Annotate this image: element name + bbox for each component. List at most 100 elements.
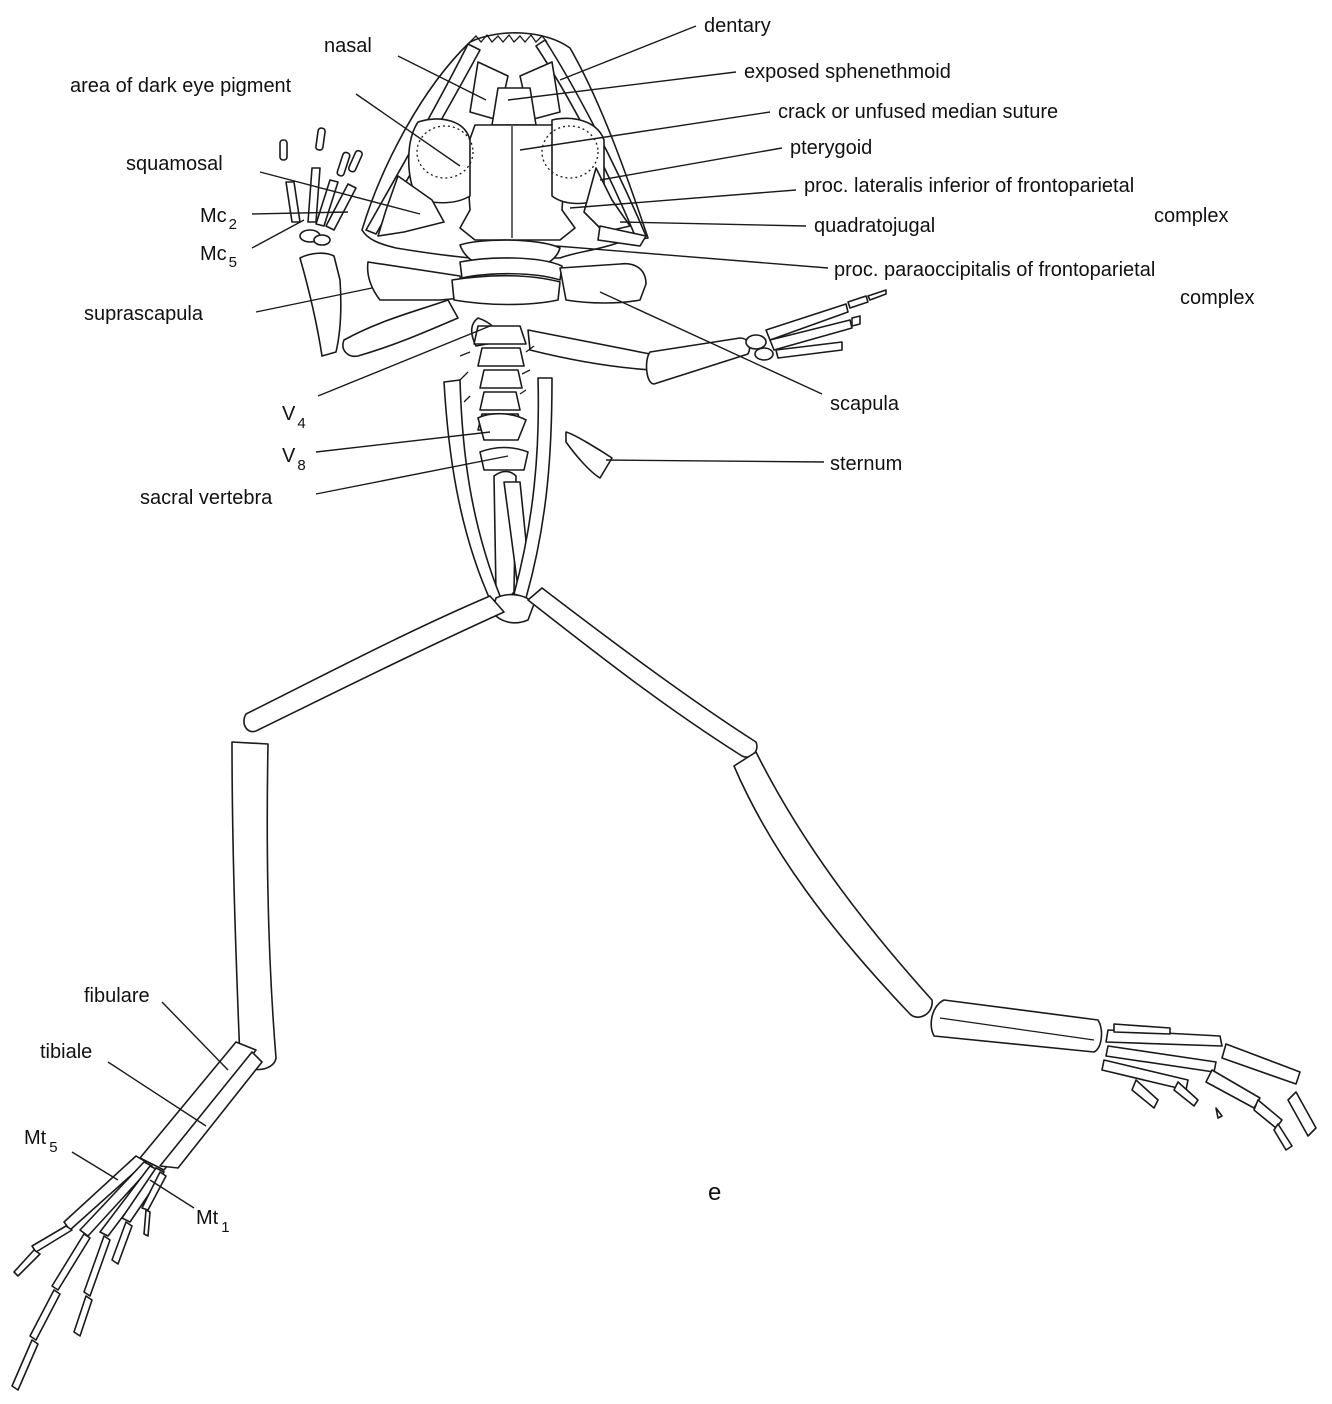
right-carpal-1	[746, 335, 766, 349]
label-mt1-prefix: Mt	[196, 1207, 219, 1229]
label-mt5-subscript: 5	[49, 1139, 57, 1156]
left-mc3-bone	[308, 168, 320, 222]
leader-fibulare	[162, 1002, 228, 1070]
vertebra-5	[480, 370, 522, 388]
left-toe5-ph1	[32, 1226, 72, 1252]
label-squamosal: squamosal	[126, 153, 223, 175]
label-v8-subscript: 8	[297, 457, 305, 474]
fibulare-bone	[140, 1042, 256, 1170]
left-carpal-2	[314, 235, 330, 245]
right-phalanx-tip	[868, 290, 886, 300]
pectoral-girdle	[300, 253, 750, 384]
label-mc5-prefix: Mc	[200, 243, 227, 265]
leader-mc5	[252, 220, 304, 248]
right-toe-long-ph2	[1288, 1092, 1316, 1136]
label-crack-median-suture: crack or unfused median suture	[778, 101, 1058, 123]
label-v4-subscript: 4	[297, 415, 305, 432]
right-toe-long-ph1	[1222, 1044, 1300, 1084]
right-carpal-2	[755, 348, 773, 360]
left-toe5-ph2	[14, 1250, 40, 1276]
tibiofibula-left	[232, 742, 276, 1070]
label-exposed-sphenethmoid: exposed sphenethmoid	[744, 61, 951, 83]
left-manus	[280, 128, 363, 245]
humerus-right	[528, 330, 652, 370]
humerus-left	[343, 300, 458, 356]
left-toe3-ph2	[74, 1296, 92, 1336]
label-mc2-subscript: 2	[229, 216, 237, 233]
right-toe-fragment	[1216, 1108, 1222, 1118]
label-pterygoid: pterygoid	[790, 137, 872, 159]
suprascapula-left-bone	[300, 253, 341, 356]
label-mc2-prefix: Mc	[200, 205, 227, 227]
label-dark-eye-pigment: area of dark eye pigment	[70, 75, 292, 97]
left-toe1	[144, 1210, 150, 1236]
right-toe-tip	[1274, 1124, 1292, 1150]
label-mt1: Mt1	[196, 1207, 230, 1236]
left-digit-1	[280, 140, 287, 160]
label-sternum: sternum	[830, 453, 902, 475]
label-mc5-subscript: 5	[229, 254, 237, 271]
label-proc-paraoccipitalis-2: complex	[1180, 287, 1254, 309]
right-phalanx-2	[852, 316, 860, 326]
left-toe3-ph1	[84, 1236, 110, 1296]
label-fibulare: fibulare	[84, 985, 150, 1007]
right-mt-4	[1114, 1024, 1170, 1034]
tibiale-bone	[160, 1052, 262, 1168]
label-quadratojugal: quadratojugal	[814, 215, 935, 237]
vertebra-8	[478, 414, 526, 440]
leader-sternum	[606, 460, 824, 462]
pelvis	[444, 378, 612, 623]
left-toe4-ph2	[30, 1290, 60, 1340]
label-nasal: nasal	[324, 35, 372, 57]
right-hindlimb	[528, 588, 1316, 1150]
leader-mt5	[72, 1152, 118, 1180]
clavicle-center	[452, 276, 560, 305]
leader-quadratojugal	[620, 222, 806, 226]
left-toe4-ph1	[52, 1234, 90, 1290]
sternum-bone	[566, 432, 612, 478]
tibiofibula-right	[734, 752, 932, 1017]
radioulna-right	[647, 338, 750, 384]
label-proc-lateralis-1: proc. lateralis inferior of frontopariet…	[804, 175, 1134, 197]
right-manus	[746, 290, 886, 360]
left-mc2-bone	[286, 182, 300, 222]
label-dentary: dentary	[704, 15, 771, 37]
left-toe2-ph1	[112, 1222, 132, 1264]
label-sacral-vertebra: sacral vertebra	[140, 487, 273, 509]
label-mt5-prefix: Mt	[24, 1127, 47, 1149]
sphenethmoid	[492, 88, 536, 125]
label-tibiale: tibiale	[40, 1041, 92, 1063]
femur-right	[528, 588, 757, 757]
right-phalanx-1	[848, 296, 868, 308]
femur-left	[244, 596, 504, 732]
label-v4: V4	[282, 403, 306, 432]
scapula-left-bone	[368, 262, 462, 300]
leader-proc-paraoccipitalis	[556, 246, 828, 268]
right-toe-ph1	[1206, 1070, 1260, 1108]
scapula-right-bone	[560, 264, 646, 303]
leader-tibiale	[108, 1062, 206, 1126]
label-suprascapula: suprascapula	[84, 303, 204, 325]
label-mt1-subscript: 1	[221, 1219, 229, 1236]
label-v8-prefix: V	[282, 445, 296, 467]
label-scapula: scapula	[830, 393, 900, 415]
vertebra-6	[480, 392, 520, 410]
right-tarsus	[931, 1000, 1101, 1052]
leader-dentary	[560, 26, 696, 80]
label-proc-paraoccipitalis-1: proc. paraoccipitalis of frontoparietal	[834, 259, 1155, 281]
vertebra-4	[478, 348, 524, 366]
panel-letter: e	[708, 1179, 721, 1206]
right-toe-3-ph1	[1132, 1080, 1158, 1108]
labels: dentary nasal exposed sphenethmoid area …	[24, 15, 1254, 1236]
skull	[362, 33, 648, 270]
leader-pterygoid	[600, 148, 782, 180]
label-v4-prefix: V	[282, 403, 296, 425]
leader-sacral-vertebra	[316, 456, 508, 494]
left-digit-4	[348, 150, 363, 173]
label-proc-lateralis-2: complex	[1154, 205, 1228, 227]
left-digit-2	[315, 128, 325, 151]
